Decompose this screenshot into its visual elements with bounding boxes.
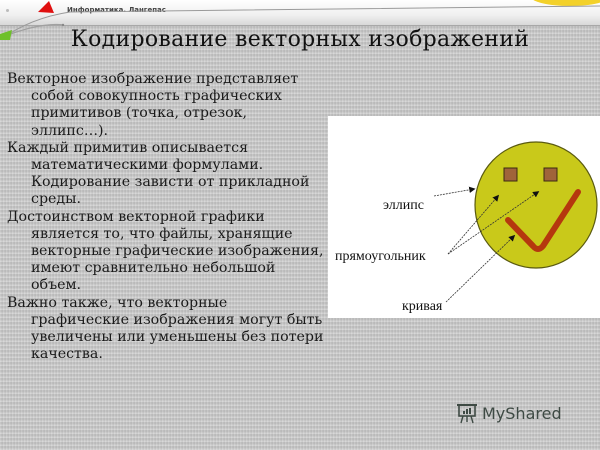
decor-yellow-shape	[530, 0, 600, 6]
paragraph-vector-definition: Векторное изображение представляет собой…	[7, 71, 299, 139]
left-eye-rectangle	[503, 167, 518, 182]
slide-body: Векторное изображение представляет собой…	[7, 71, 325, 363]
smiley-diagram: эллипс прямоугольник кривая	[335, 141, 598, 314]
banner-dot	[6, 9, 9, 12]
myshared-logo-text: MyShared	[482, 403, 562, 423]
site-title: Информатика. Лангепас	[67, 6, 166, 14]
mouth-curve	[505, 189, 581, 252]
label-ellipse: эллипс	[383, 198, 424, 213]
right-eye-rectangle	[543, 167, 558, 182]
top-banner: Информатика. Лангепас	[0, 0, 600, 26]
decor-swoosh	[0, 1, 600, 40]
smiley-figure-panel: эллипс прямоугольник кривая	[328, 116, 600, 318]
green-accent-icon	[0, 30, 12, 40]
myshared-watermark: MyShared	[456, 402, 562, 424]
red-triangle-icon	[38, 1, 54, 13]
slide-title: Кодирование векторных изображений	[70, 27, 530, 52]
paragraph-advantage-size: Достоинством векторной графики является …	[7, 208, 324, 294]
label-curve: кривая	[402, 299, 443, 314]
paragraph-primitives-formulas: Каждый примитив описывается математическ…	[7, 139, 310, 208]
label-rectangle: прямоугольник	[335, 249, 426, 264]
presentation-board-icon	[457, 404, 477, 424]
paragraph-scaling: Важно также, что векторные графические и…	[7, 294, 324, 363]
